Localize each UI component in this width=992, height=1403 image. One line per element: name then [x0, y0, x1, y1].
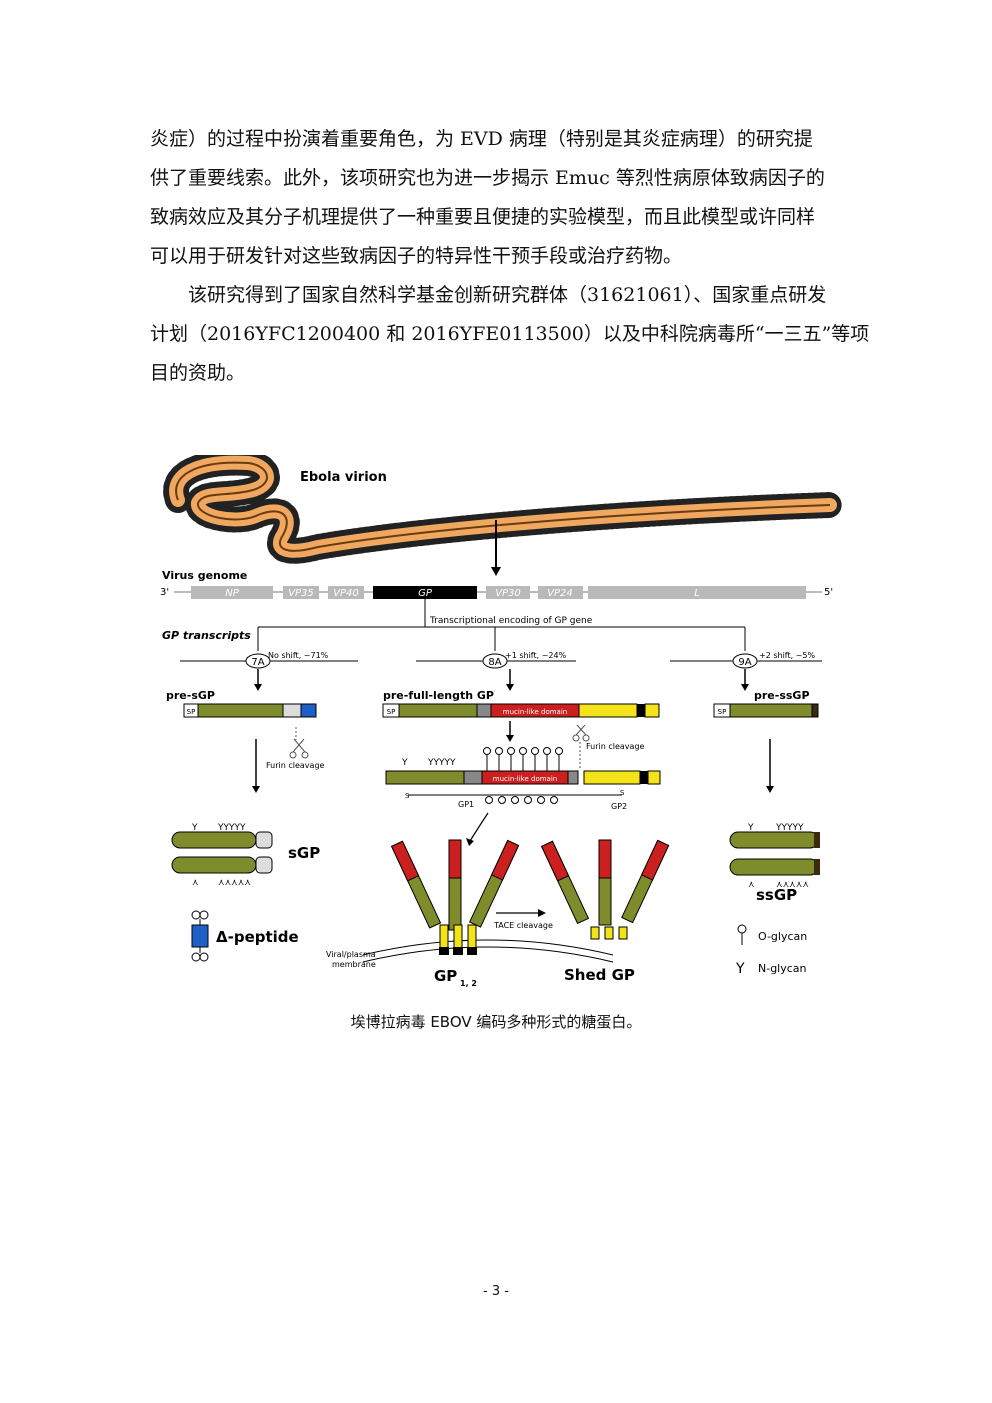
sgp-label: sGP	[288, 844, 320, 862]
page-number: - 3 -	[483, 1284, 509, 1299]
genome-map: NP VP35 VP40 GP VP30 VP24 L	[191, 586, 806, 599]
arrow-head	[491, 567, 501, 576]
svg-text:⋏: ⋏	[192, 878, 199, 888]
gp12-trimer	[362, 839, 614, 963]
figure-caption: 埃博拉病毒 EBOV 编码多种形式的糖蛋白。	[350, 1013, 642, 1031]
three-prime-label: 3'	[160, 587, 169, 598]
svg-text:YYYYY: YYYYY	[775, 823, 804, 833]
n-glycan-icon: Y	[735, 961, 745, 977]
editing-site-label: 9A	[738, 657, 751, 668]
sp-label: SP	[187, 708, 196, 716]
five-prime-label: 5'	[824, 587, 833, 598]
pre-ssgp-bar: SP	[713, 703, 819, 718]
o-glycan-cluster	[483, 747, 563, 771]
transcripts-label: GP transcripts	[162, 629, 251, 642]
tace-cleavage-label: TACE cleavage	[493, 921, 553, 930]
branch-8A: 8A +1 shift, ~24%	[416, 651, 576, 691]
pre-full-length-gp-bar: SP mucin-like domain	[382, 703, 660, 718]
ebola-virion-illustration	[163, 455, 843, 564]
svg-text:Y: Y	[191, 823, 198, 833]
branch-9A: 9A +2 shift, ~5%	[670, 651, 822, 691]
text-line: 供了重要线索。此外，该项研究也为进一步揭示 Emuc 等烈性病原体致病因子的	[150, 167, 825, 189]
pre-sgp-label: pre-sGP	[166, 689, 215, 702]
membrane-label: membrane	[332, 960, 376, 969]
shed-gp-label: Shed GP	[564, 966, 635, 984]
gp1-label: GP1	[458, 800, 474, 809]
paragraph-2: 该研究得到了国家自然科学基金创新研究群体（31621061）、国家重点研发 计划…	[150, 276, 870, 393]
text-line: 目的资助。	[150, 362, 246, 384]
s-label: S	[405, 792, 410, 800]
gene-label: NP	[225, 588, 239, 599]
gene-label: VP24	[547, 588, 573, 599]
gp2-label: GP2	[611, 802, 627, 811]
svg-text:Y: Y	[747, 823, 754, 833]
genome-label: Virus genome	[162, 569, 247, 582]
ssgp-dimer: Y YYYYY ⋏ ⋏⋏⋏⋏⋏	[729, 823, 820, 890]
gp12-subscript: 1, 2	[460, 979, 477, 988]
svg-text:⋏: ⋏	[748, 880, 755, 890]
text-line: 致病效应及其分子机理提供了一种重要且便捷的实验模型，而且此模型或许同样	[150, 206, 816, 228]
o-glycan-icon	[737, 924, 747, 945]
s-label: S	[620, 789, 625, 797]
o-glycan-legend: O-glycan	[758, 930, 807, 943]
o-glycan-lower	[485, 796, 558, 804]
delta-peptide-label: Δ-peptide	[216, 928, 299, 946]
editing-site-label: 7A	[251, 657, 264, 668]
furin-cleavage-label: Furin cleavage	[586, 742, 645, 751]
branch-7A: 7A No shift, ~71%	[180, 651, 358, 691]
pre-ssgp-label: pre-ssGP	[754, 689, 810, 702]
ebola-glycoprotein-figure: Ebola virion Virus genome 3' 5' NP VP35 …	[160, 455, 843, 988]
gp1-gp2-bar: mucin-like domain	[385, 770, 661, 785]
mucin-domain-label: mucin-like domain	[503, 708, 567, 716]
text-line: 可以用于研发针对这些致病因子的特异性干预手段或治疗药物。	[150, 245, 683, 267]
shed-gp	[540, 839, 670, 940]
shift-label: No shift, ~71%	[268, 651, 329, 660]
shift-label: +1 shift, ~24%	[505, 651, 567, 660]
mucin-domain-label: mucin-like domain	[493, 775, 557, 783]
text-line: 计划（2016YFC1200400 和 2016YFE0113500）以及中科院…	[150, 323, 870, 345]
gene-label: GP	[418, 588, 433, 599]
gp12-label: GP	[434, 967, 457, 985]
n-glycan-legend: N-glycan	[758, 962, 807, 975]
text-line: 炎症）的过程中扮演着重要角色，为 EVD 病理（特别是其炎症病理）的研究提	[150, 128, 813, 150]
pre-full-length-gp-label: pre-full-length GP	[383, 689, 494, 702]
gene-label: VP35	[288, 588, 314, 599]
transcription-tree	[257, 599, 746, 651]
n-glycan-row: YYYYY	[427, 758, 456, 768]
scissors-icon	[289, 727, 309, 759]
svg-text:YYYYY: YYYYY	[217, 823, 246, 833]
pre-sgp-bar: SP	[183, 703, 317, 718]
furin-cleavage-label: Furin cleavage	[266, 761, 325, 770]
sgp-dimer: Y YYYYY ⋏ ⋏⋏⋏⋏⋏	[171, 823, 273, 888]
gene-label: VP30	[495, 588, 521, 599]
sp-label: SP	[387, 708, 396, 716]
scissors-icon	[572, 724, 590, 768]
editing-site-label: 8A	[488, 657, 501, 668]
svg-text:⋏⋏⋏⋏⋏: ⋏⋏⋏⋏⋏	[218, 878, 251, 888]
sp-label: SP	[718, 708, 727, 716]
paragraph-1: 炎症）的过程中扮演着重要角色，为 EVD 病理（特别是其炎症病理）的研究提 供了…	[150, 120, 850, 276]
ssgp-label: ssGP	[756, 886, 797, 904]
virion-label: Ebola virion	[300, 470, 387, 485]
text-line: 该研究得到了国家自然科学基金创新研究群体（31621061）、国家重点研发	[150, 284, 827, 306]
gene-label: L	[694, 588, 700, 599]
membrane-label: Viral/plasma	[326, 950, 376, 959]
gene-label: VP40	[333, 588, 359, 599]
n-glycan-row: Y	[401, 758, 408, 768]
svg-text:⋏⋏⋏⋏⋏: ⋏⋏⋏⋏⋏	[776, 880, 809, 890]
transcription-note: Transcriptional encoding of GP gene	[429, 616, 593, 626]
delta-peptide-icon	[191, 910, 209, 962]
shift-label: +2 shift, ~5%	[759, 651, 815, 660]
